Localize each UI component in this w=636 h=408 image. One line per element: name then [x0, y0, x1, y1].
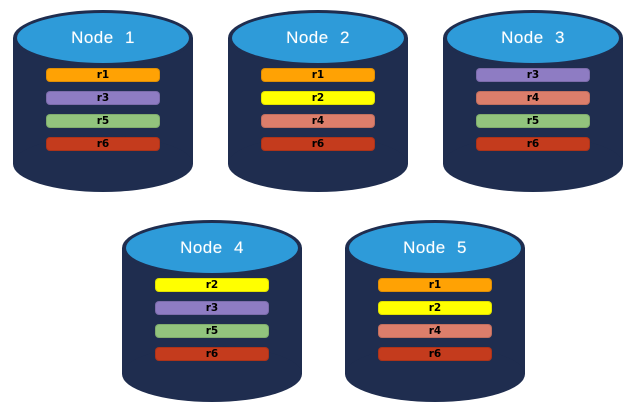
cylinder-top-face: Node 2 — [232, 13, 404, 63]
node-row-bottom: Node 4 r2 r3 r5 r6 Node 5 r1 r2 r4 r6 — [122, 220, 525, 402]
node-title: Node 4 — [180, 238, 244, 257]
replica-bar-r6: r6 — [378, 347, 492, 361]
cylinder-top-face: Node 1 — [17, 13, 189, 63]
replica-bar-r5: r5 — [46, 114, 160, 128]
replica-bar-r1: r1 — [378, 278, 492, 292]
replica-bar-r6: r6 — [476, 137, 590, 151]
replica-bar-r4: r4 — [378, 324, 492, 338]
node-title: Node 1 — [71, 28, 135, 47]
replica-bar-r1: r1 — [261, 68, 375, 82]
replica-list: r1 r2 r4 r6 — [228, 68, 408, 151]
replica-bar-r1: r1 — [46, 68, 160, 82]
replica-bar-r4: r4 — [476, 91, 590, 105]
replica-bar-r4: r4 — [261, 114, 375, 128]
replica-bar-r5: r5 — [476, 114, 590, 128]
replica-list: r2 r3 r5 r6 — [122, 278, 302, 361]
node-row-top: Node 1 r1 r3 r5 r6 Node 2 r1 r2 r4 r6 Node 3 r… — [13, 10, 623, 192]
replica-bar-r2: r2 — [155, 278, 269, 292]
replica-bar-r5: r5 — [155, 324, 269, 338]
replica-list: r1 r2 r4 r6 — [345, 278, 525, 361]
replica-bar-r3: r3 — [155, 301, 269, 315]
cylinder-top-face: Node 4 — [126, 223, 298, 273]
replica-bar-r3: r3 — [46, 91, 160, 105]
replica-list: r3 r4 r5 r6 — [443, 68, 623, 151]
database-node-cylinder: Node 2 r1 r2 r4 r6 — [228, 10, 408, 192]
database-node-cylinder: Node 5 r1 r2 r4 r6 — [345, 220, 525, 402]
node-title: Node 3 — [501, 28, 565, 47]
replica-bar-r2: r2 — [378, 301, 492, 315]
database-node-cylinder: Node 1 r1 r3 r5 r6 — [13, 10, 193, 192]
database-node-cylinder: Node 3 r3 r4 r5 r6 — [443, 10, 623, 192]
cylinder-top-face: Node 5 — [349, 223, 521, 273]
replica-bar-r6: r6 — [261, 137, 375, 151]
cylinder-top-face: Node 3 — [447, 13, 619, 63]
replica-bar-r6: r6 — [46, 137, 160, 151]
node-title: Node 5 — [403, 238, 467, 257]
replica-list: r1 r3 r5 r6 — [13, 68, 193, 151]
replica-bar-r2: r2 — [261, 91, 375, 105]
node-title: Node 2 — [286, 28, 350, 47]
replica-bar-r6: r6 — [155, 347, 269, 361]
replica-bar-r3: r3 — [476, 68, 590, 82]
database-node-cylinder: Node 4 r2 r3 r5 r6 — [122, 220, 302, 402]
